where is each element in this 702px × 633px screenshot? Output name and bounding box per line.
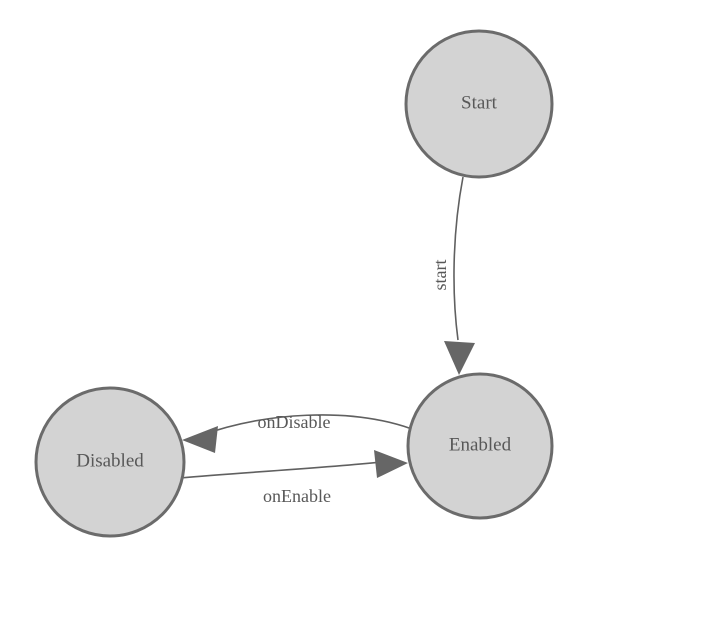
edge-label-start: start [430, 260, 450, 291]
node-start[interactable]: Start [404, 29, 554, 179]
node-start-label: Start [461, 92, 498, 113]
arrowhead-enabled-to-disabled [182, 426, 218, 453]
node-enabled-label: Enabled [449, 434, 512, 455]
node-disabled[interactable]: Disabled [34, 386, 186, 538]
edge-path-on-enable [179, 460, 392, 479]
edge-start-to-enabled[interactable]: start [430, 176, 475, 375]
arrowhead-start-to-enabled [444, 341, 475, 375]
node-enabled-circle [406, 372, 554, 520]
node-enabled[interactable]: Enabled [406, 372, 554, 520]
edge-path-start [453, 176, 464, 341]
edge-enabled-to-disabled[interactable]: onDisable [182, 412, 413, 453]
edge-label-on-disable: onDisable [258, 412, 331, 432]
edge-label-on-enable: onEnable [263, 486, 331, 506]
node-start-circle [404, 29, 554, 179]
edge-disabled-to-enabled[interactable]: onEnable [179, 450, 408, 506]
node-disabled-label: Disabled [76, 450, 144, 471]
node-disabled-circle [34, 386, 186, 538]
edge-path-on-disable [198, 414, 413, 437]
arrowhead-disabled-to-enabled [374, 450, 408, 478]
